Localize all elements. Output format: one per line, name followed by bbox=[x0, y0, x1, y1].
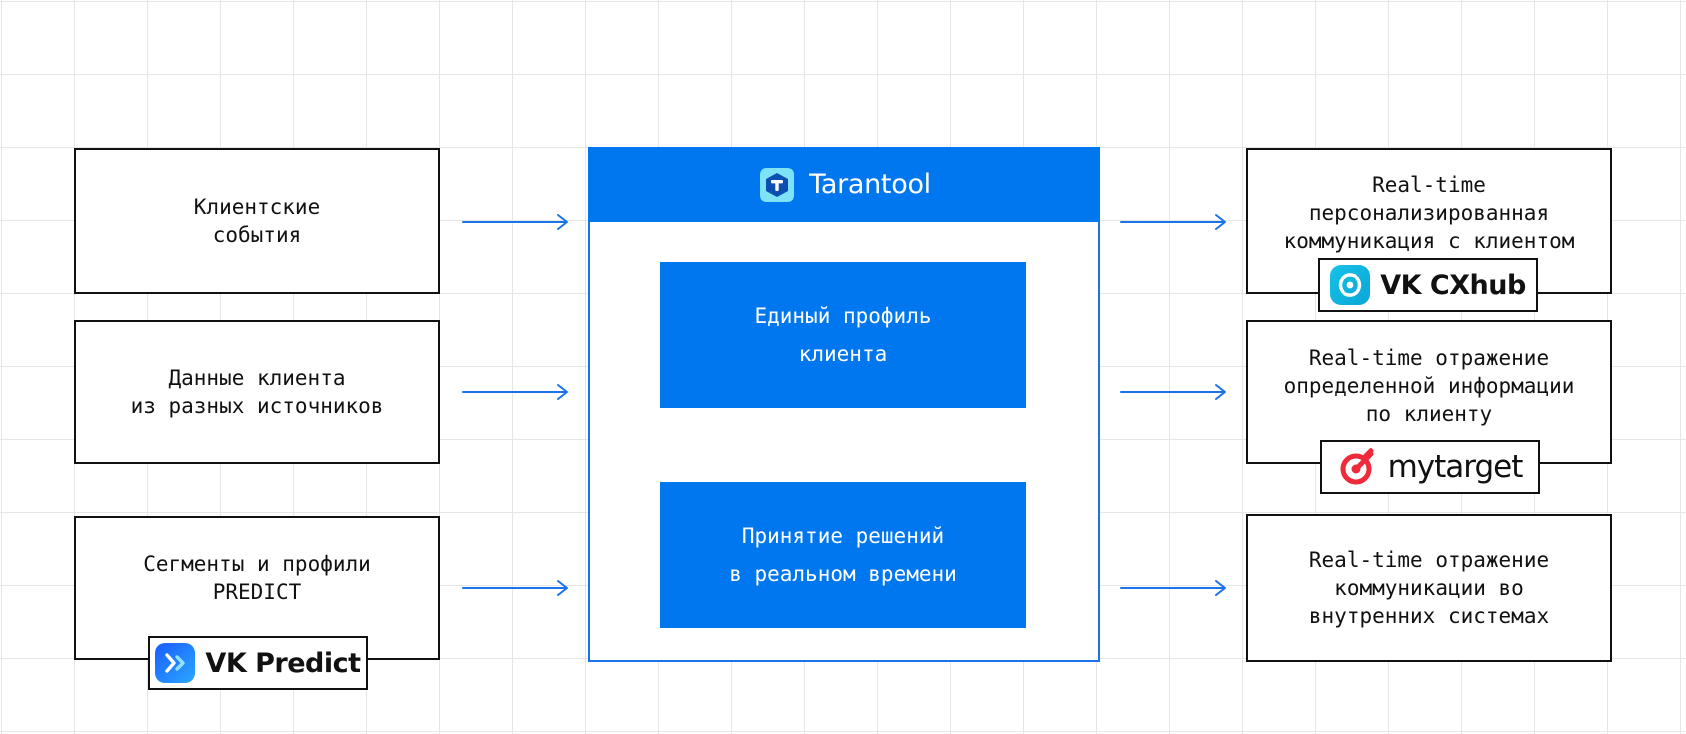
realtime-decisions-block: Принятие решений в реальном времени bbox=[660, 482, 1026, 628]
tarantool-header: Tarantool bbox=[588, 147, 1100, 222]
arrow-output-3 bbox=[1120, 580, 1226, 596]
input-client-events: Клиентские события bbox=[74, 148, 440, 294]
mytarget-logo-icon bbox=[1338, 447, 1378, 487]
arrow-output-2 bbox=[1120, 384, 1226, 400]
arrow-input-2 bbox=[462, 384, 568, 400]
mytarget-name: mytarget bbox=[1387, 449, 1524, 485]
mytarget-badge: mytarget bbox=[1320, 440, 1540, 494]
unified-profile-label: Единый профиль клиента bbox=[754, 304, 932, 366]
input-client-data: Данные клиента из разных источников bbox=[74, 320, 440, 464]
vk-predict-name: VK Predict bbox=[205, 647, 361, 679]
vk-predict-logo-icon bbox=[155, 643, 196, 683]
arrow-output-1 bbox=[1120, 214, 1226, 230]
vk-cxhub-badge: VK CXhub bbox=[1318, 258, 1538, 312]
tarantool-title: Tarantool bbox=[809, 169, 931, 200]
arrow-input-1 bbox=[462, 214, 568, 230]
vk-cxhub-name: VK CXhub bbox=[1380, 269, 1526, 301]
output-personalized-communication-label: Real-time персонализированная коммуникац… bbox=[1283, 173, 1575, 253]
tarantool-logo-icon bbox=[757, 165, 797, 205]
input-client-events-label: Клиентские события bbox=[193, 195, 321, 247]
output-client-info-label: Real-time отражение определенной информа… bbox=[1283, 346, 1575, 426]
input-client-data-label: Данные клиента из разных источников bbox=[130, 366, 384, 418]
realtime-decisions-label: Принятие решений в реальном времени bbox=[729, 524, 957, 586]
vk-cxhub-logo-icon bbox=[1330, 265, 1371, 305]
input-segments-profiles-label: Сегменты и профили PREDICT bbox=[143, 552, 371, 604]
arrow-input-3 bbox=[462, 580, 568, 596]
output-internal-systems: Real-time отражение коммуникации во внут… bbox=[1246, 514, 1612, 662]
output-internal-systems-label: Real-time отражение коммуникации во внут… bbox=[1308, 548, 1550, 628]
vk-predict-badge: VK Predict bbox=[148, 636, 368, 690]
unified-profile-block: Единый профиль клиента bbox=[660, 262, 1026, 408]
